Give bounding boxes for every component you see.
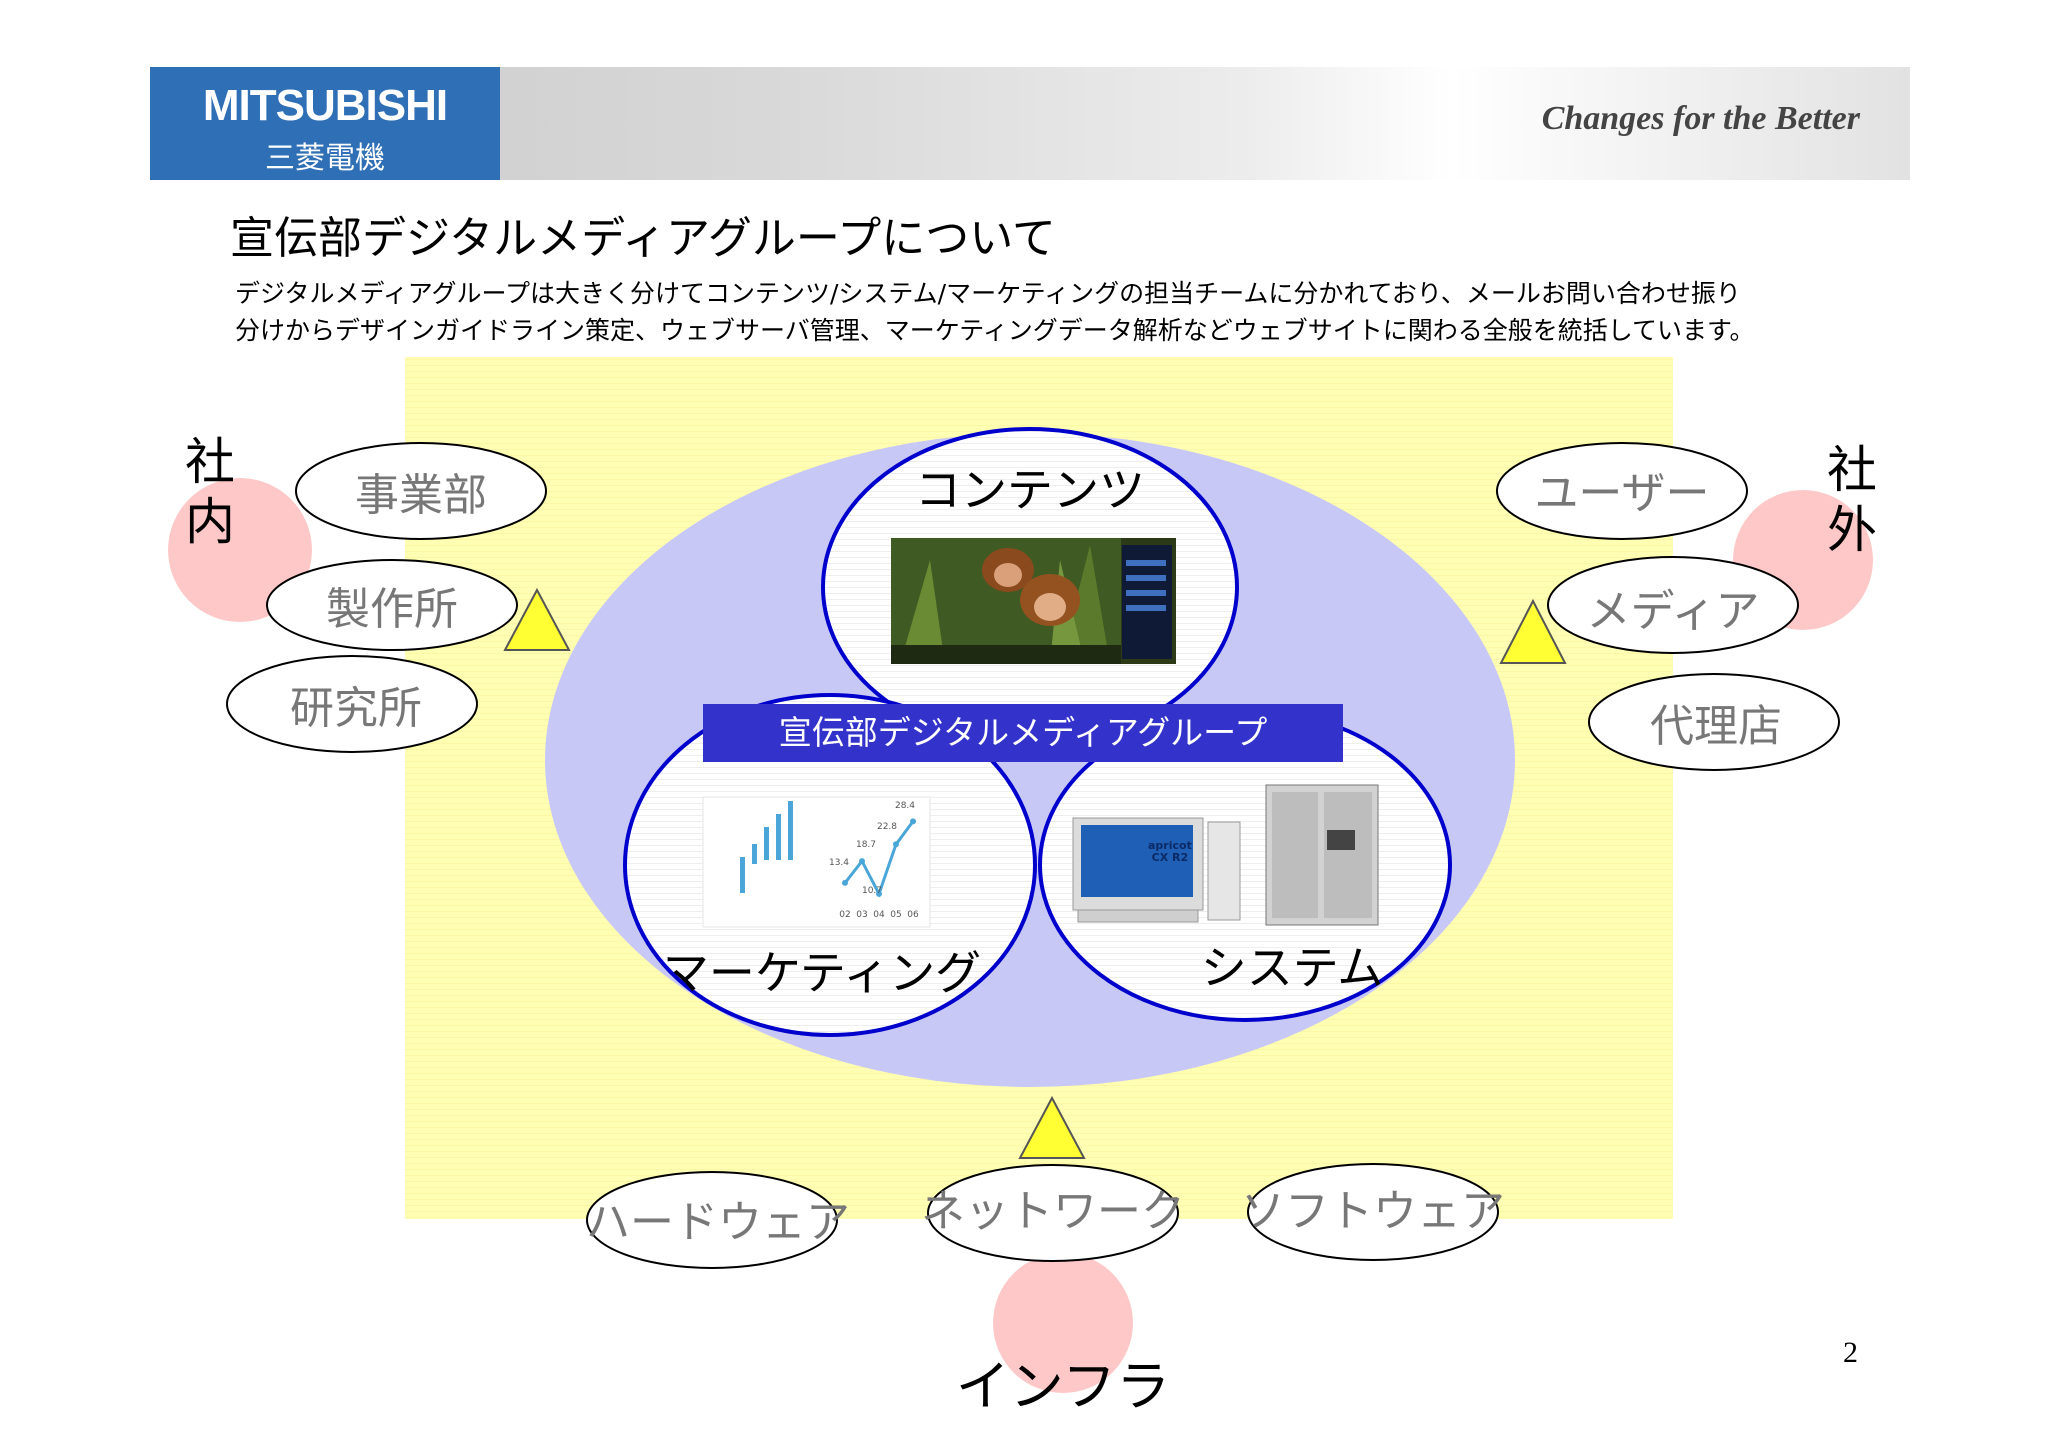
- chart-tick-3: 04: [873, 910, 885, 920]
- trend-point-4: [893, 841, 899, 848]
- triangle-infra: [1018, 1095, 1086, 1159]
- software-label: ソフトウェア: [1241, 1186, 1505, 1237]
- marketing-chart-image: [702, 796, 931, 928]
- internal-label: 社 内: [180, 432, 240, 552]
- marketing-label: マーケティング: [662, 946, 982, 1000]
- media-label: メディア: [1586, 586, 1760, 637]
- network-label: ネットワーク: [921, 1186, 1185, 1237]
- group-banner: 宣伝部デジタルメディアグループ: [703, 704, 1343, 762]
- description-line-2: 分けからデザインガイドライン策定、ウェブサーバ管理、マーケティングデータ解析など…: [235, 316, 1755, 345]
- trend-point-1: [842, 879, 848, 886]
- bar-4: [776, 814, 781, 860]
- trend-point-3: [876, 890, 882, 897]
- oval-works: [266, 559, 518, 651]
- chart-value-5: 28.4: [894, 801, 916, 811]
- contents-label: コンテンツ: [915, 463, 1145, 517]
- slogan: Changes for the Better: [1541, 100, 1860, 137]
- chart-tick-5: 06: [907, 910, 919, 920]
- website-screenshot-image: [891, 538, 1176, 664]
- bar-2: [752, 844, 757, 864]
- internal-label-char-1: 社: [185, 433, 235, 491]
- bar-1: [740, 857, 745, 893]
- trend-point-5: [910, 818, 916, 825]
- oval-agency: [1588, 673, 1840, 771]
- business-division-label: 事業部: [355, 470, 487, 521]
- external-label-char-2: 外: [1827, 501, 1877, 559]
- external-label-char-1: 社: [1827, 441, 1877, 499]
- oval-media: [1547, 556, 1799, 654]
- mitsubishi-logo: MITSUBISHI 三菱電機: [150, 67, 500, 180]
- internal-highlight-circle: [168, 478, 312, 622]
- chart-value-3: 10.7: [861, 886, 883, 896]
- works-label: 製作所: [326, 584, 458, 635]
- logo-english: MITSUBISHI: [202, 81, 448, 130]
- users-label: ユーザー: [1534, 468, 1710, 519]
- chart-tick-1: 02: [839, 910, 851, 920]
- chart-value-4: 22.8: [876, 822, 898, 832]
- page-number: 2: [1843, 1336, 1858, 1369]
- agency-label: 代理店: [1650, 701, 1782, 752]
- triangle-internal: [503, 587, 571, 651]
- monitor-model: CX R2: [1151, 851, 1189, 864]
- oval-software: [1247, 1163, 1499, 1261]
- triangle-external: [1499, 598, 1567, 664]
- oval-users: [1496, 442, 1748, 540]
- chart-tick-4: 05: [890, 910, 902, 920]
- bar-5: [788, 801, 793, 860]
- page-title: 宣伝部デジタルメディアグループについて: [230, 213, 1056, 264]
- system-label: システム: [1200, 941, 1384, 995]
- laboratory-label: 研究所: [290, 683, 422, 734]
- chart-value-1: 13.4: [828, 858, 850, 868]
- monitor-screen-text: apricot CX R2: [1148, 840, 1192, 864]
- infrastructure-label: インフラ: [955, 1355, 1171, 1418]
- oval-hardware: [586, 1171, 838, 1269]
- trend-point-2: [859, 858, 865, 865]
- internal-label-char-2: 内: [185, 493, 235, 551]
- oval-network: [927, 1164, 1179, 1262]
- chart-value-2: 18.7: [855, 840, 877, 850]
- monitor-brand: apricot: [1148, 839, 1192, 852]
- bar-3: [764, 827, 769, 860]
- external-label: 社 外: [1822, 440, 1882, 560]
- oval-laboratory: [226, 655, 478, 753]
- description-line-1: デジタルメディアグループは大きく分けてコンテンツ/システム/マーケティングの担当…: [235, 279, 1741, 308]
- hardware-label: ハードウェア: [586, 1197, 850, 1248]
- logo-japanese: 三菱電機: [265, 141, 385, 176]
- infra-highlight-circle: [993, 1253, 1133, 1393]
- oval-business-division: [295, 442, 547, 540]
- chart-tick-2: 03: [856, 910, 868, 920]
- computer-image: [1072, 784, 1379, 926]
